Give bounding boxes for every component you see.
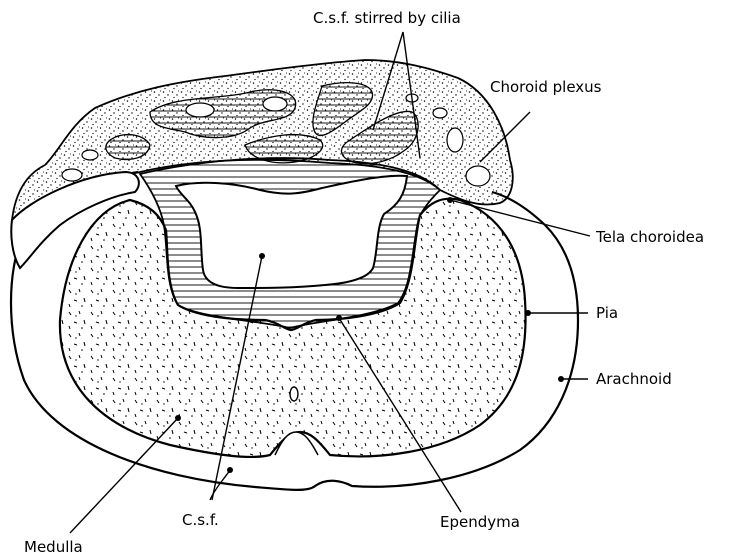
pointer-dot: [175, 415, 181, 421]
pointer-dot: [227, 467, 233, 473]
plexus-lumen: [447, 128, 463, 152]
label-csf: C.s.f.: [182, 511, 219, 529]
leader-line: [70, 418, 178, 533]
label-medulla: Medulla: [24, 538, 83, 556]
pointer-dot: [336, 315, 342, 321]
label-csf-stirred-by-cilia: C.s.f. stirred by cilia: [313, 9, 461, 27]
plexus-lumen: [433, 108, 447, 118]
plexus-lumen: [62, 169, 82, 181]
label-choroid-plexus: Choroid plexus: [490, 78, 602, 96]
plexus-lumen: [466, 166, 490, 186]
plexus-lumen: [263, 97, 287, 111]
label-arachnoid: Arachnoid: [596, 370, 672, 388]
plexus-lumen: [82, 150, 98, 160]
pointer-dot: [259, 253, 265, 259]
pointer-dot: [525, 310, 531, 316]
pointer-dot: [558, 376, 564, 382]
medulla-detail: [290, 387, 298, 401]
label-ependyma: Ependyma: [440, 513, 520, 531]
csf-channel: [106, 135, 150, 160]
label-pia: Pia: [596, 304, 618, 322]
label-tela-choroidea: Tela choroidea: [595, 228, 704, 246]
plexus-lumen: [186, 103, 214, 117]
pointer-dot: [447, 197, 453, 203]
